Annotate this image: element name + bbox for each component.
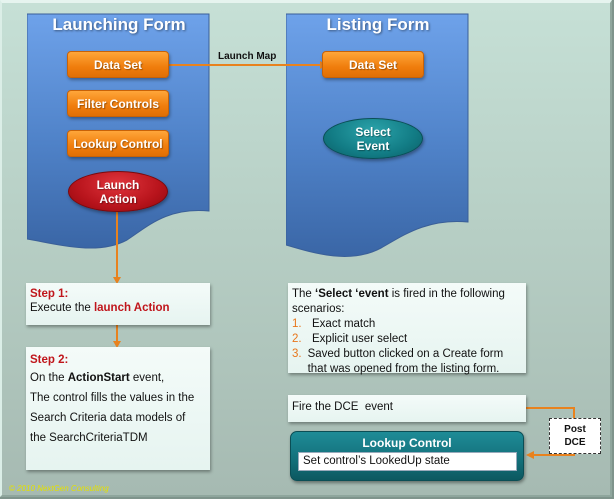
lookup-control-label: Lookup Control	[73, 136, 163, 151]
lookup-control-box[interactable]: Lookup Control	[67, 130, 169, 157]
fire-dce-note: Fire the DCE event	[288, 395, 526, 422]
launch-map-label: Launch Map	[218, 51, 277, 62]
listing-data-set-label: Data Set	[348, 57, 398, 72]
lookup-control-panel: Lookup Control Set control’s LookedUp st…	[290, 431, 524, 481]
step2-line1-bold: ActionStart	[67, 372, 130, 384]
filter-controls-box[interactable]: Filter Controls	[67, 90, 169, 117]
post-dce-line1: Post	[564, 424, 586, 435]
select-list-item: 3. Saved button clicked on a Create form …	[292, 347, 522, 377]
post-dce-line2: DCE	[564, 437, 586, 448]
step2-line1-prefix: On the	[30, 372, 68, 384]
list-number: 3.	[292, 348, 302, 360]
listing-data-set-box[interactable]: Data Set	[322, 51, 424, 78]
post-dce-box: Post DCE	[549, 418, 601, 454]
launching-data-set-label: Data Set	[93, 57, 143, 72]
step2-line3: Search Criteria data models of	[30, 412, 186, 424]
select-intro: The ‘Select ‘event is fired in the follo…	[292, 287, 522, 317]
step2-label: Step 2:	[30, 354, 69, 366]
select-intro-bold: ‘Select ‘event	[315, 288, 389, 300]
select-list-item: 1. Exact match	[292, 317, 522, 332]
step1-highlight: launch Action	[93, 302, 170, 314]
list-text: Saved button clicked on a Create form th…	[307, 348, 504, 375]
select-list-item: 2. Explicit user select	[292, 332, 522, 347]
select-event-note: The ‘Select ‘event is fired in the follo…	[288, 283, 526, 375]
list-text: Explicit user select	[312, 333, 408, 345]
filter-controls-label: Filter Controls	[76, 96, 159, 111]
lookup-state-field: Set control’s LookedUp state	[298, 452, 517, 471]
launch-action-line1: Launch	[96, 177, 140, 192]
list-number: 2.	[292, 333, 302, 345]
select-intro-suffix: is fired in the following scenarios:	[292, 288, 505, 315]
listing-form-title: Listing Form	[326, 15, 430, 34]
select-event-line1: Select	[355, 124, 391, 139]
list-number: 1.	[292, 318, 302, 330]
step2-line1-suffix: event,	[129, 372, 165, 384]
fire-dce-text: Fire the DCE event	[292, 401, 393, 413]
launching-form-title: Launching Form	[52, 15, 186, 34]
select-event-ellipse[interactable]: Select Event	[323, 118, 423, 159]
lookup-panel-title: Lookup Control	[362, 436, 452, 450]
step1-text: Execute the	[30, 302, 94, 314]
step2-line4: the SearchCriteriaTDM	[30, 432, 148, 444]
launch-action-line2: Action	[99, 191, 137, 206]
step1-note: Step 1: Execute the launch Action	[26, 283, 210, 325]
launching-data-set-box[interactable]: Data Set	[67, 51, 169, 78]
launch-action-ellipse[interactable]: Launch Action	[68, 171, 168, 212]
step1-label: Step 1:	[30, 288, 69, 300]
select-intro-prefix: The	[292, 288, 316, 300]
copyright-text: © 2010 NextGen Consulting	[9, 484, 109, 493]
select-event-line2: Event	[356, 138, 390, 153]
step2-note: Step 2: On the ActionStart event, The co…	[26, 347, 210, 470]
step2-line2: The control fills the values in the	[30, 392, 195, 404]
list-text: Exact match	[312, 318, 376, 330]
